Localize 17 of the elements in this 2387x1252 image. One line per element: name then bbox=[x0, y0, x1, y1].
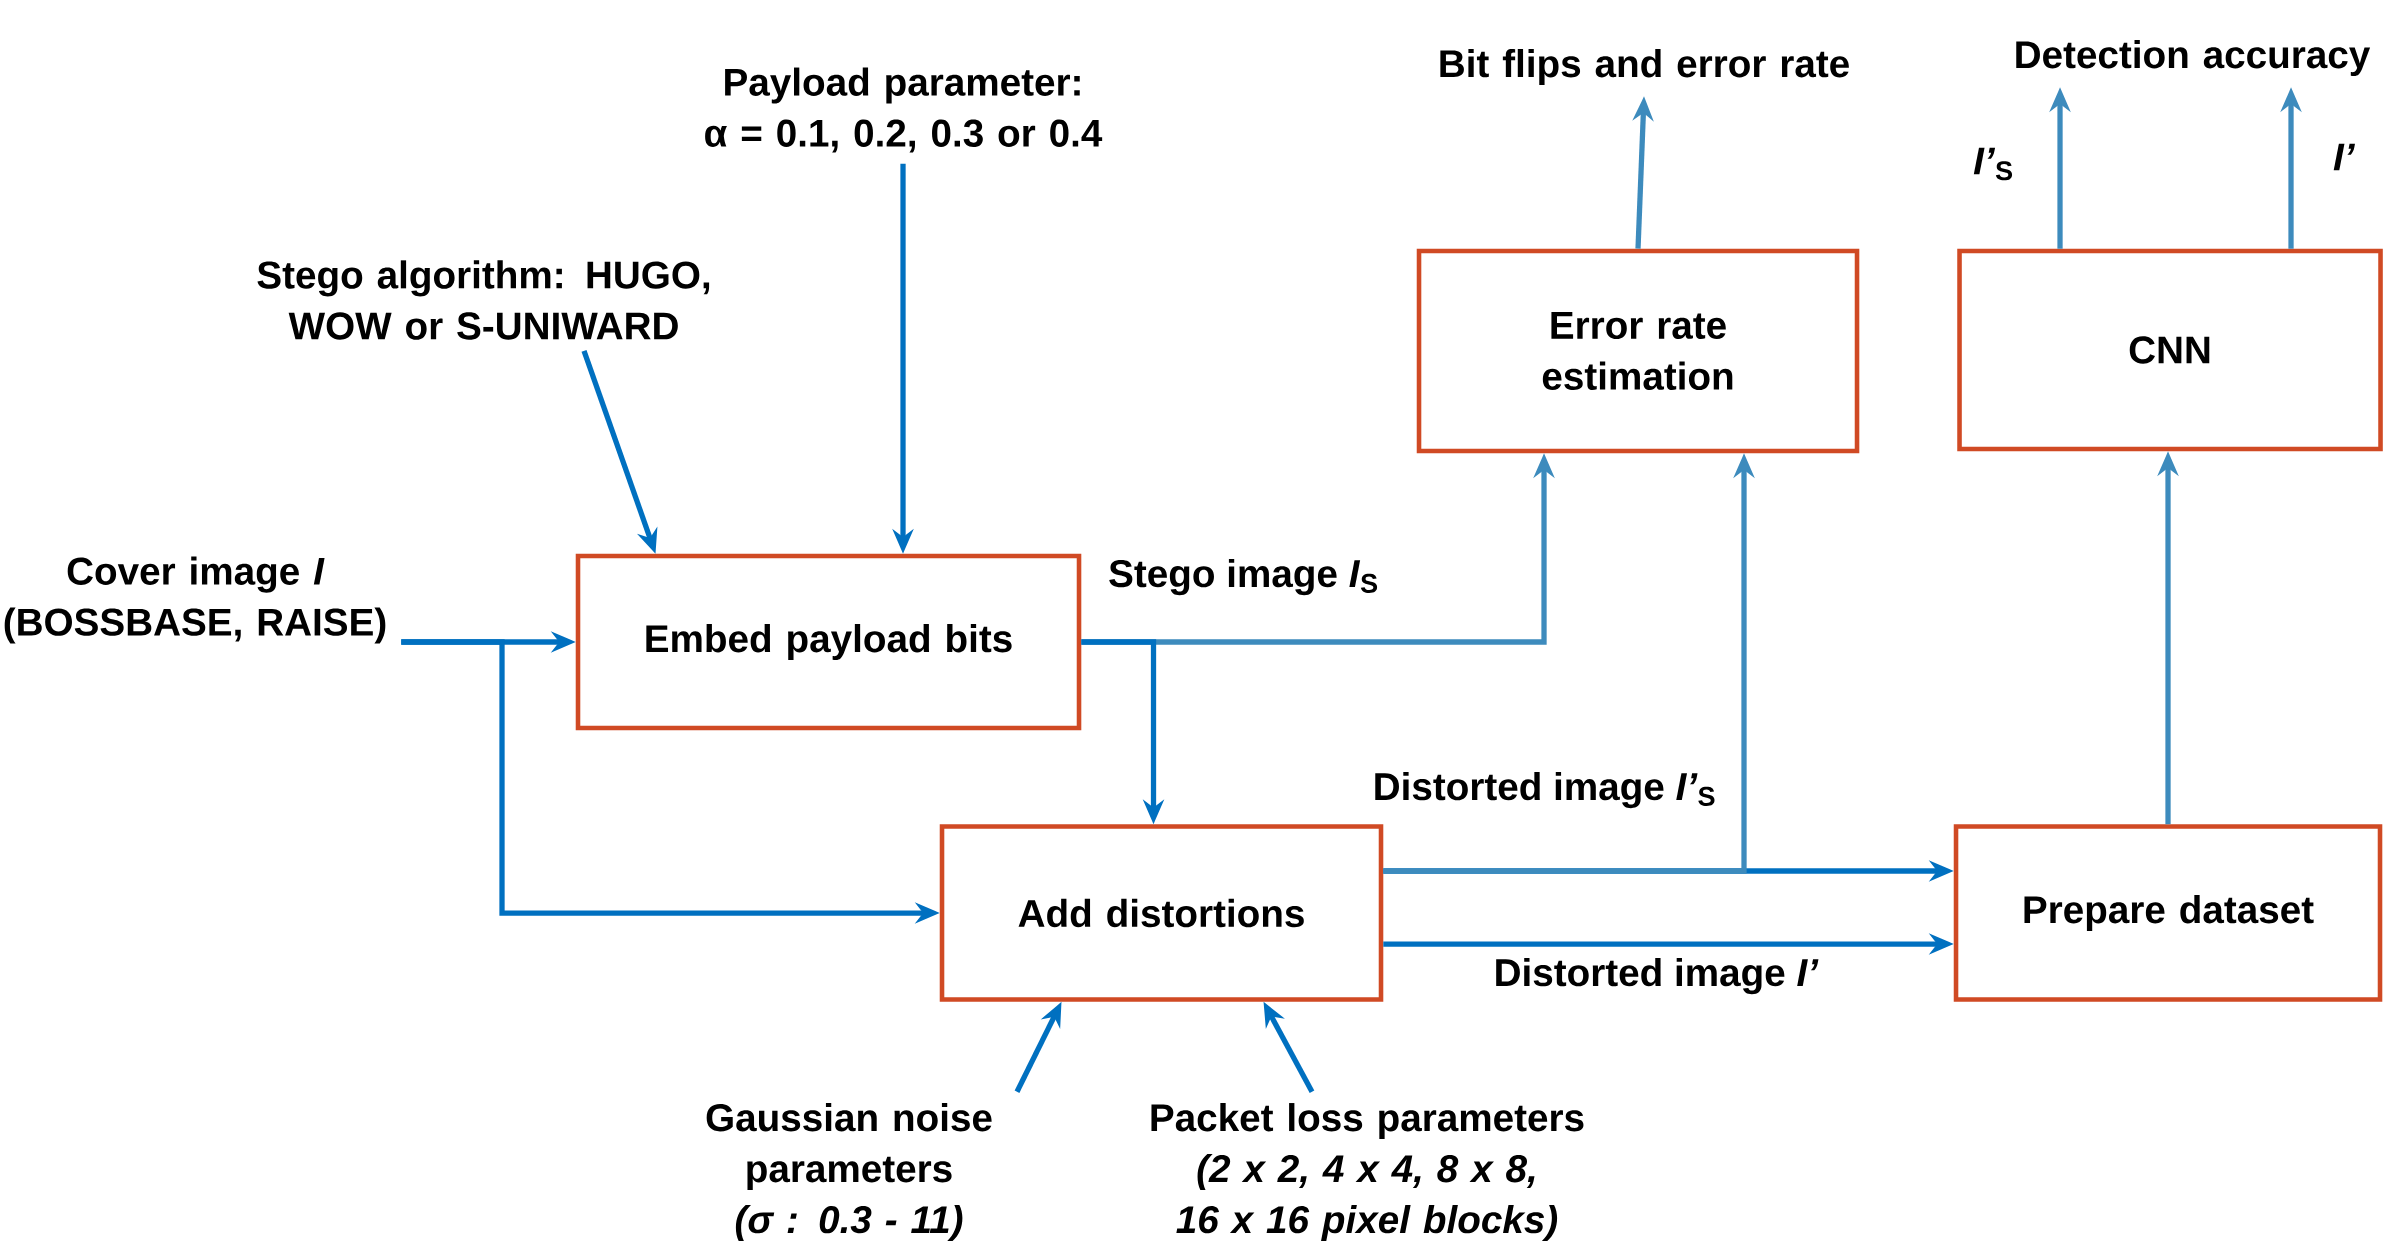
text-label: Stego algorithm: HUGO, WOW or S-UNIWARD bbox=[257, 260, 710, 340]
text-label: Bit flips and error rate bbox=[1440, 49, 1849, 85]
process-box: Error rate estimation bbox=[1416, 248, 1860, 454]
text-label: Gaussian noise parameters (σ : 0.3 - 11) bbox=[706, 1103, 992, 1241]
process-box: Embed payload bits bbox=[575, 553, 1082, 731]
text-label: Payload parameter: α = 0.1, 0.2, 0.3 or 0.4 bbox=[705, 67, 1103, 153]
edge-label: Distorted image I’$_{S}$ bbox=[1367, 766, 1723, 814]
process-box: Prepare dataset bbox=[1953, 824, 2383, 1002]
edge-label: Stego image I$_{S}$ bbox=[1102, 553, 1386, 601]
edge-label: I’$_{S}$ bbox=[1967, 142, 2021, 186]
text-label: Detection accuracy bbox=[2016, 40, 2371, 76]
text-label: Cover image I (BOSSBASE, RAISE) bbox=[4, 556, 386, 644]
edge-label: I’ bbox=[2327, 138, 2361, 176]
process-box: Add distortions bbox=[939, 824, 1384, 1002]
process-box: CNN bbox=[1957, 248, 2383, 452]
edge-label: Distorted image I’ bbox=[1488, 952, 1824, 1000]
text-label: Packet loss parameters (2 x 2, 4 x 4, 8 x 8, 16 x 16 pixel blocks) bbox=[1151, 1103, 1584, 1241]
